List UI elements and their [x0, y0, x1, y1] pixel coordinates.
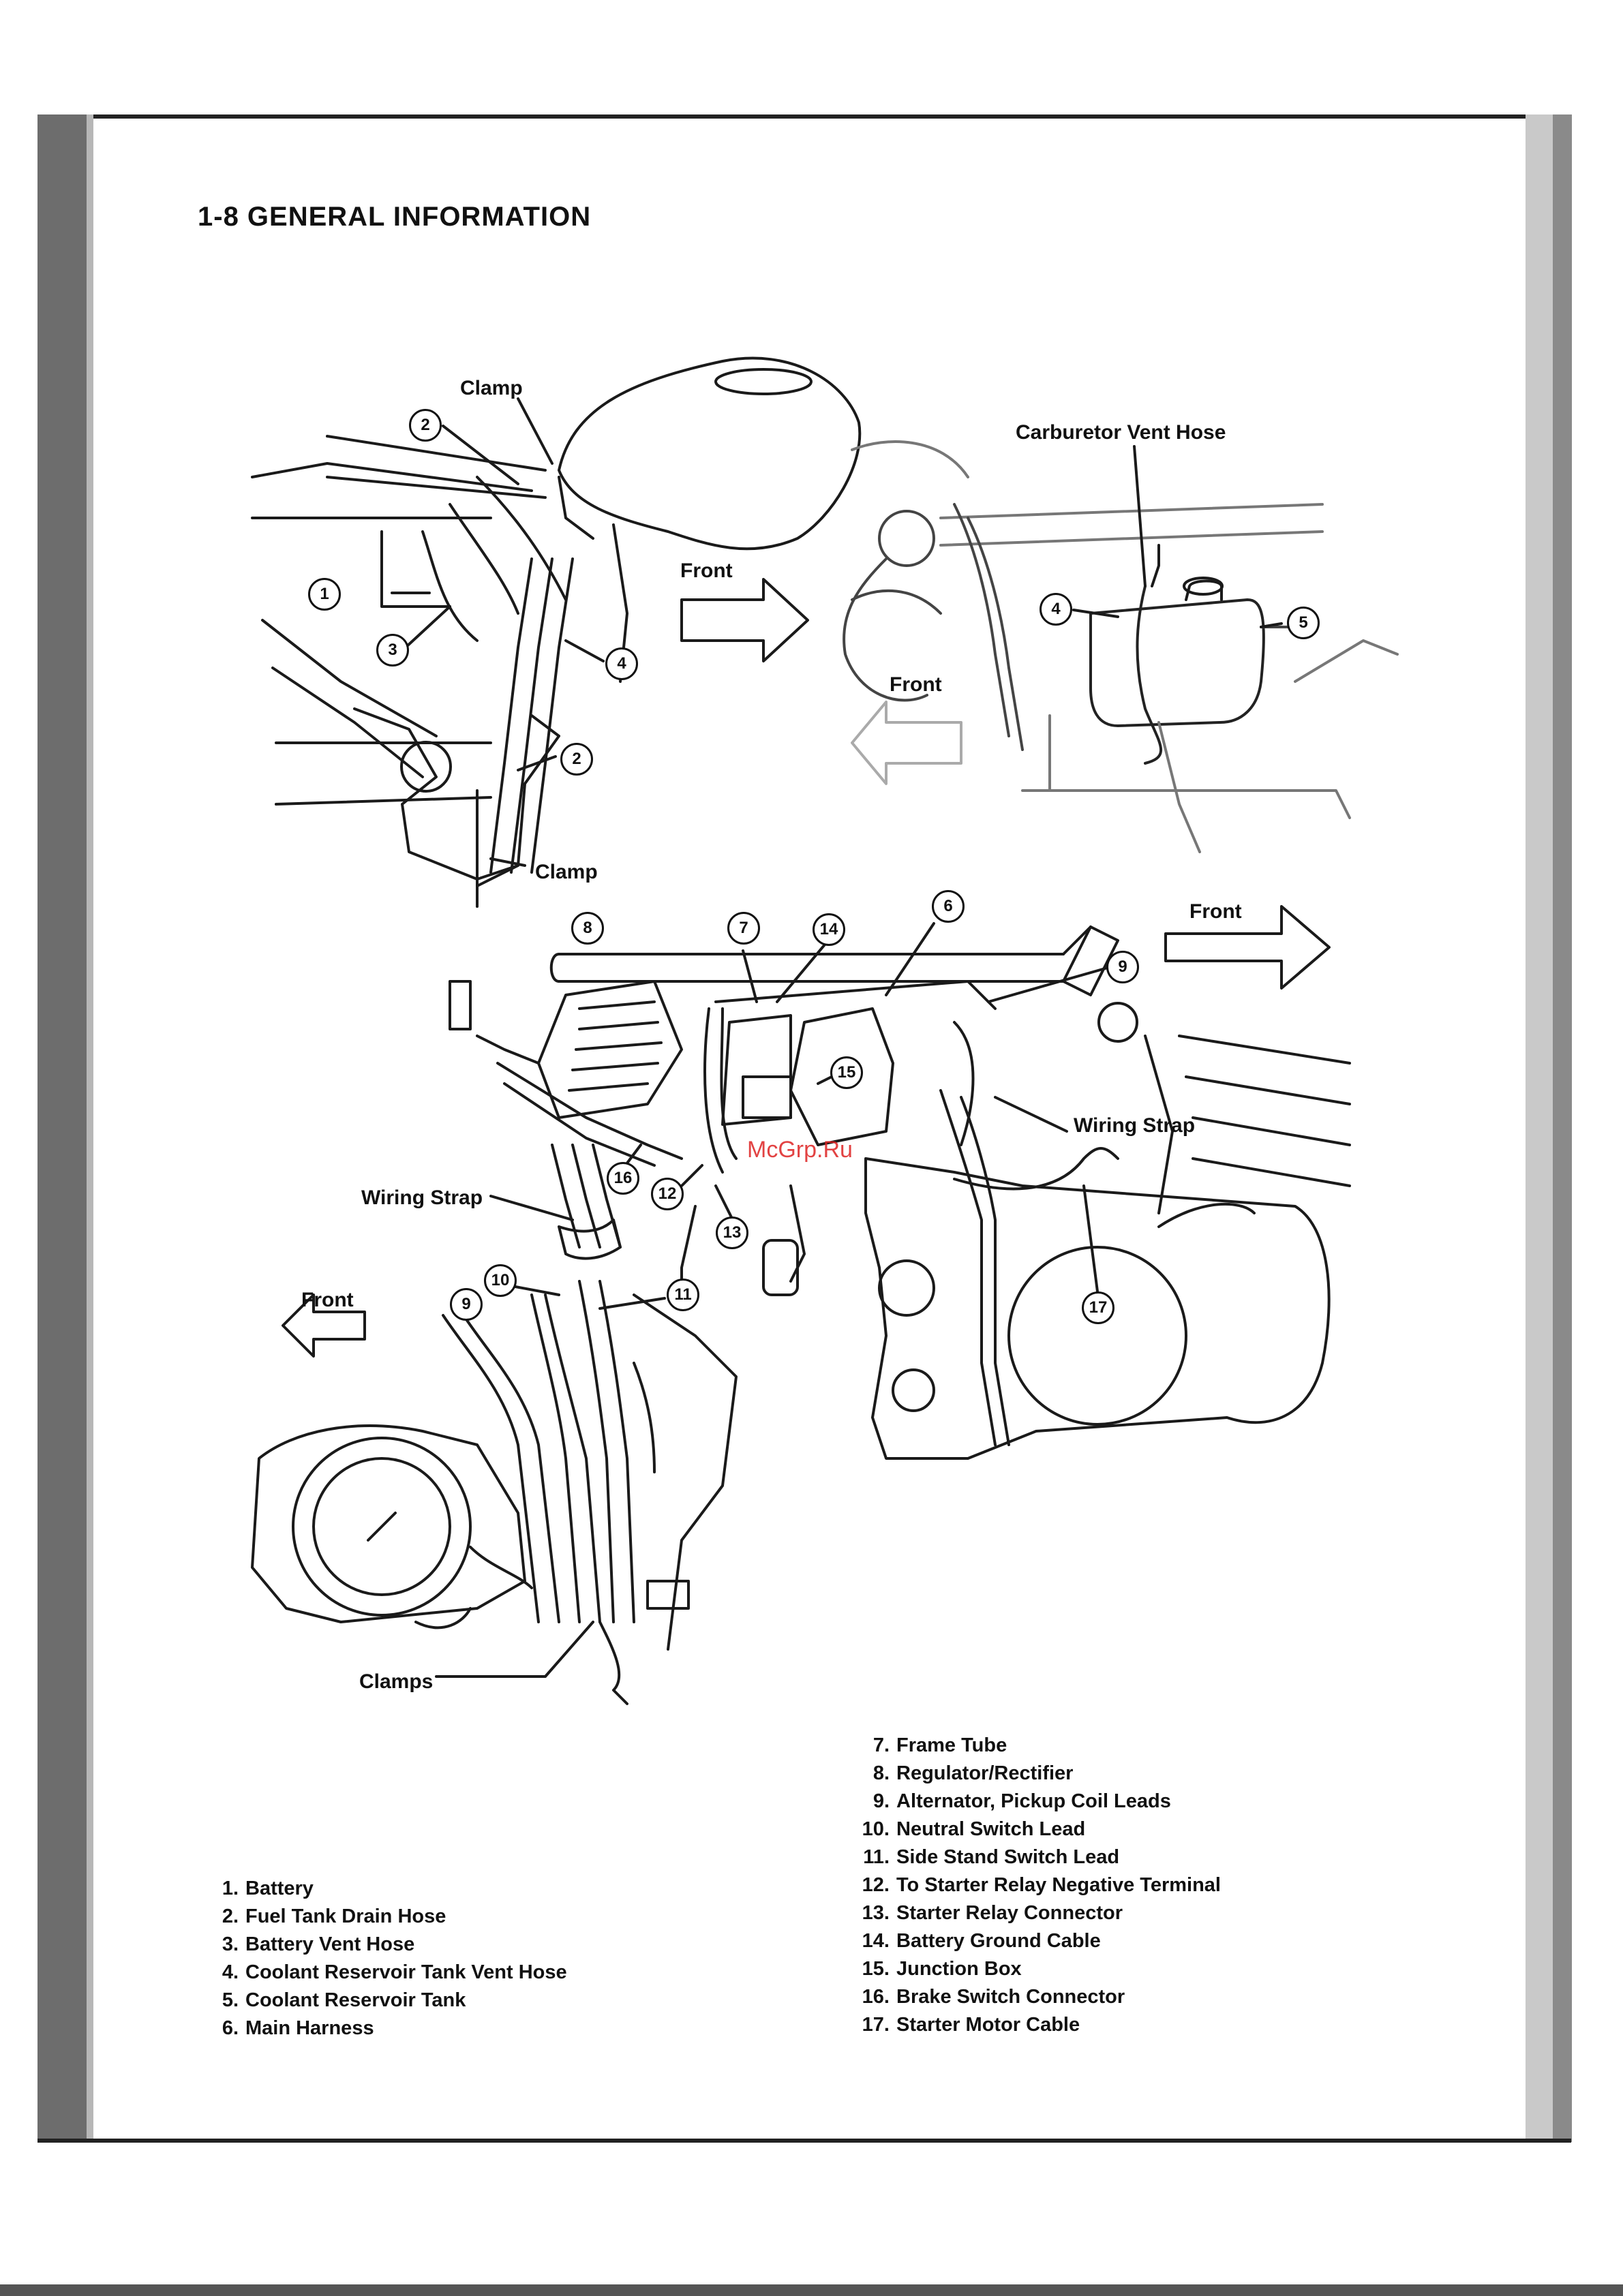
- legend-number: 7.: [873, 1734, 890, 1756]
- legend-text: Starter Motor Cable: [896, 2014, 1080, 2036]
- legend-item: 13. Starter Relay Connector: [849, 1902, 1221, 1930]
- legend-item: 17. Starter Motor Cable: [849, 2014, 1221, 2042]
- legend-item: 3. Battery Vent Hose: [198, 1933, 567, 1961]
- callout-8: 8: [571, 912, 604, 945]
- legend-left: 1. Battery 2. Fuel Tank Drain Hose 3. Batte…: [198, 1878, 567, 2045]
- legend-item: 10. Neutral Switch Lead: [849, 1818, 1221, 1846]
- wiring-strap-label-left: Wiring Strap: [361, 1187, 483, 1209]
- legend-text: Coolant Reservoir Tank Vent Hose: [245, 1961, 567, 1983]
- legend-number: 3.: [222, 1933, 239, 1955]
- legend-item: 6. Main Harness: [198, 2017, 567, 2045]
- watermark: McGrp.Ru: [747, 1137, 853, 1163]
- legend-text: To Starter Relay Negative Terminal: [896, 1874, 1221, 1896]
- legend-number: 5.: [222, 1989, 239, 2011]
- legend-number: 4.: [222, 1961, 239, 1983]
- legend-item: 14. Battery Ground Cable: [849, 1930, 1221, 1958]
- legend-number: 15.: [862, 1958, 890, 1980]
- legend-text: Regulator/Rectifier: [896, 1762, 1074, 1784]
- legend-item: 1. Battery: [198, 1878, 567, 1905]
- front-label-1: Front: [680, 560, 733, 582]
- legend-number: 16.: [862, 1986, 890, 2008]
- legend-number: 17.: [862, 2014, 890, 2036]
- legend-item: 8. Regulator/Rectifier: [849, 1762, 1221, 1790]
- callout-2-bottom: 2: [560, 743, 593, 776]
- legend-number: 8.: [873, 1762, 890, 1784]
- legend-text: Battery: [245, 1878, 314, 1899]
- legend-text: Side Stand Switch Lead: [896, 1846, 1120, 1868]
- callout-12: 12: [651, 1178, 684, 1210]
- legend-number: 14.: [862, 1930, 890, 1952]
- legend-number: 2.: [222, 1905, 239, 1927]
- legend-item: 12. To Starter Relay Negative Terminal: [849, 1874, 1221, 1902]
- legend-text: Frame Tube: [896, 1734, 1007, 1756]
- callout-3: 3: [376, 634, 409, 667]
- legend-text: Junction Box: [896, 1958, 1022, 1980]
- front-label-2: Front: [890, 673, 942, 696]
- callout-2-top: 2: [409, 409, 442, 442]
- legend-item: 5. Coolant Reservoir Tank: [198, 1989, 567, 2017]
- callout-9-right: 9: [1106, 951, 1139, 983]
- legend-number: 6.: [222, 2017, 239, 2039]
- legend-item: 16. Brake Switch Connector: [849, 1986, 1221, 2014]
- callout-15: 15: [830, 1056, 863, 1089]
- callout-10: 10: [484, 1264, 517, 1297]
- legend-text: Battery Vent Hose: [245, 1933, 415, 1955]
- callout-4-right: 4: [1040, 593, 1072, 626]
- callout-5: 5: [1287, 607, 1320, 639]
- callout-17: 17: [1082, 1291, 1114, 1324]
- legend-text: Starter Relay Connector: [896, 1902, 1123, 1924]
- legend-text: Alternator, Pickup Coil Leads: [896, 1790, 1171, 1812]
- legend-number: 9.: [873, 1790, 890, 1812]
- callout-1: 1: [308, 578, 341, 611]
- clamps-label: Clamps: [359, 1670, 434, 1693]
- front-label-3: Front: [1189, 900, 1242, 923]
- legend-text: Battery Ground Cable: [896, 1930, 1101, 1952]
- legend-item: 7. Frame Tube: [849, 1734, 1221, 1762]
- carburetor-vent-hose-label: Carburetor Vent Hose: [1016, 421, 1226, 444]
- legend-number: 11.: [863, 1846, 890, 1868]
- legend-text: Fuel Tank Drain Hose: [245, 1905, 446, 1927]
- callout-11: 11: [667, 1279, 699, 1311]
- callout-7: 7: [727, 912, 760, 945]
- legend-text: Main Harness: [245, 2017, 374, 2039]
- front-label-4: Front: [301, 1289, 354, 1311]
- callout-14: 14: [813, 913, 845, 946]
- legend-text: Neutral Switch Lead: [896, 1818, 1086, 1840]
- legend-number: 10.: [862, 1818, 890, 1840]
- legend-item: 9. Alternator, Pickup Coil Leads: [849, 1790, 1221, 1818]
- legend-item: 15. Junction Box: [849, 1958, 1221, 1986]
- legend-item: 2. Fuel Tank Drain Hose: [198, 1905, 567, 1933]
- legend-text: Coolant Reservoir Tank: [245, 1989, 466, 2011]
- wiring-strap-label-right: Wiring Strap: [1074, 1114, 1196, 1137]
- legend-right: 7. Frame Tube 8. Regulator/Rectifier 9. Alt…: [849, 1734, 1221, 2042]
- callout-4-left: 4: [605, 647, 638, 680]
- legend-number: 13.: [862, 1902, 890, 1924]
- callout-16: 16: [607, 1162, 639, 1195]
- callout-9-left: 9: [450, 1288, 483, 1321]
- legend-text: Brake Switch Connector: [896, 1986, 1125, 2008]
- page-heading: 1-8 GENERAL INFORMATION: [198, 202, 592, 232]
- legend-number: 1.: [222, 1878, 239, 1899]
- legend-item: 11. Side Stand Switch Lead: [849, 1846, 1221, 1874]
- clamp-label-bottom: Clamp: [535, 861, 598, 883]
- legend-item: 4. Coolant Reservoir Tank Vent Hose: [198, 1961, 567, 1989]
- legend-number: 12.: [862, 1874, 890, 1896]
- callout-13: 13: [716, 1216, 748, 1249]
- callout-6: 6: [932, 890, 965, 923]
- clamp-label-top: Clamp: [460, 377, 523, 399]
